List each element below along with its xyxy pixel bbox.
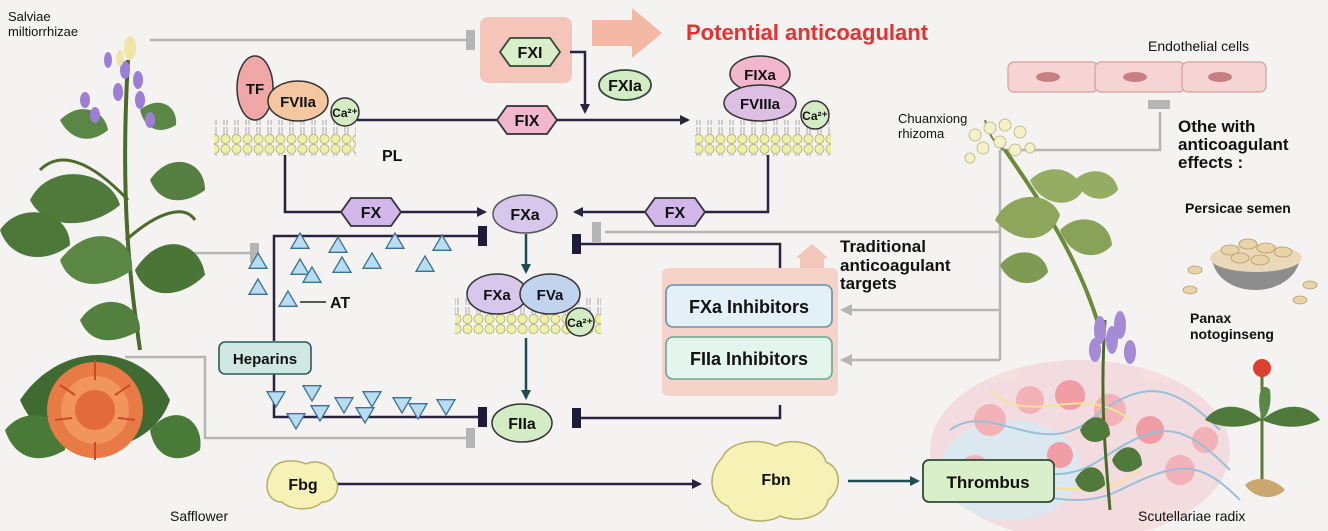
- fviia-shape: [267, 80, 329, 122]
- fxa-complex-label: FXa: [483, 287, 511, 304]
- fxa-inhibitors-label: FXa Inhibitors: [689, 297, 809, 317]
- fva-label: FVa: [537, 287, 564, 304]
- tf-label: TF: [246, 81, 264, 98]
- ca-fixa-shape: [800, 100, 830, 130]
- fxi-hexagon: [498, 37, 562, 67]
- antithrombin-triangle: [391, 397, 413, 415]
- antithrombin-triangles: [247, 231, 457, 431]
- ca-fxa-shape: [565, 307, 595, 337]
- thrombus-box: [922, 459, 1055, 503]
- antithrombin-triangle: [361, 391, 383, 409]
- salvia-plant-illustration: [0, 36, 205, 351]
- ca-fixa-label: Ca²⁺: [802, 109, 828, 123]
- antithrombin-triangle: [384, 231, 406, 249]
- fix-hexagon: [495, 105, 559, 135]
- fx-left-label: FX: [361, 205, 382, 222]
- fx-left-hexagon: [339, 197, 403, 227]
- antithrombin-triangle: [285, 413, 307, 431]
- other-effects-heading: Othe with anticoagulant effects :: [1178, 117, 1289, 172]
- fxa-shape: [492, 194, 558, 234]
- ca-fxa-label: Ca²⁺: [567, 316, 593, 330]
- antithrombin-triangle: [407, 403, 429, 421]
- endothelial-label: Endothelial cells: [1148, 38, 1250, 54]
- fviia-label: FVIIa: [280, 94, 317, 111]
- fiia-inhibitors-box: [665, 336, 833, 380]
- chuanxiong-plant-illustration: [964, 118, 1118, 331]
- fiia-shape: [491, 403, 553, 443]
- persicae-label: Persicae semen: [1185, 200, 1291, 216]
- fixa-label: FIXa: [744, 67, 776, 84]
- heparins-label: Heparins: [233, 351, 297, 368]
- heparins-box: [218, 341, 312, 375]
- inhibition-end-bars: [478, 226, 581, 428]
- tf-shape: [236, 55, 274, 121]
- endothelial-cells: [1007, 61, 1267, 93]
- antithrombin-triangle: [435, 399, 457, 417]
- antithrombin-triangle: [301, 265, 323, 283]
- fx-right-hexagon: [643, 197, 707, 227]
- fix-label: FIX: [515, 113, 540, 130]
- salviae-label: Salviae miltiorrhizae: [8, 9, 79, 39]
- fxa-inhibitors-box: [665, 284, 833, 328]
- fxia-label: FXIa: [608, 78, 642, 95]
- fiia-label: FIIa: [508, 416, 536, 433]
- pathway-arrows: [283, 50, 782, 489]
- at-label: AT: [330, 295, 350, 312]
- membrane-tf: [214, 120, 356, 156]
- antithrombin-triangle: [327, 235, 349, 253]
- antithrombin-triangle: [309, 405, 331, 423]
- ca-tf-label: Ca²⁺: [332, 106, 358, 120]
- antithrombin-triangle: [289, 257, 311, 275]
- antithrombin-triangle: [431, 233, 453, 251]
- antithrombin-triangle: [333, 397, 355, 415]
- herb-inhibition-lines: [125, 38, 1162, 440]
- antithrombin-triangle: [247, 251, 269, 269]
- heparin-brackets: [272, 234, 478, 419]
- panax-plant-illustration: [1205, 359, 1320, 497]
- scutellariae-label: Scutellariae radix: [1138, 508, 1246, 524]
- traditional-targets-arrow: [796, 244, 828, 268]
- fbg-blob: [266, 460, 339, 510]
- potential-arrow: [592, 8, 662, 58]
- antithrombin-triangle: [354, 407, 376, 425]
- antithrombin-triangle: [361, 251, 383, 269]
- fviiia-label: FVIIIa: [740, 96, 781, 113]
- antithrombin-triangle: [277, 289, 299, 307]
- fiia-inhibitors-label: FIIa Inhibitors: [690, 349, 808, 369]
- chuanxiong-label: Chuanxiong rhizoma: [898, 111, 968, 141]
- fbn-label: Fbn: [761, 472, 790, 489]
- herb-inhibition-bars: [250, 30, 1170, 448]
- fx-right-label: FX: [665, 205, 686, 222]
- fxa-label: FXa: [510, 207, 539, 224]
- ca-tf-shape: [330, 97, 360, 127]
- activation-arrows: [521, 234, 920, 486]
- fva-shape: [519, 273, 581, 315]
- panax-label: Panax notoginseng: [1190, 310, 1274, 343]
- fbn-blob: [711, 440, 839, 522]
- pl-label: PL: [382, 148, 403, 165]
- safflower-illustration: [5, 355, 201, 460]
- fbg-label: Fbg: [288, 477, 317, 494]
- scutellaria-plant-illustration: [1075, 311, 1142, 511]
- fxi-label: FXI: [518, 45, 543, 62]
- thrombus-mesh-illustration: [930, 360, 1241, 531]
- antithrombin-triangle: [247, 277, 269, 295]
- antithrombin-triangle: [414, 254, 436, 272]
- antithrombin-triangle: [301, 385, 323, 403]
- thrombus-label: Thrombus: [946, 473, 1029, 492]
- antithrombin-triangle: [265, 391, 287, 409]
- fviiia-shape: [723, 84, 797, 122]
- antithrombin-triangle: [289, 231, 311, 249]
- traditional-targets-label: Traditional anticoagulant targets: [840, 237, 951, 294]
- persicae-seeds-illustration: [1182, 238, 1318, 305]
- antithrombin-triangle: [331, 255, 353, 273]
- safflower-label: Safflower: [170, 508, 229, 524]
- fxia-ellipse: [598, 69, 652, 101]
- title-text: Potential anticoagulant: [686, 20, 929, 45]
